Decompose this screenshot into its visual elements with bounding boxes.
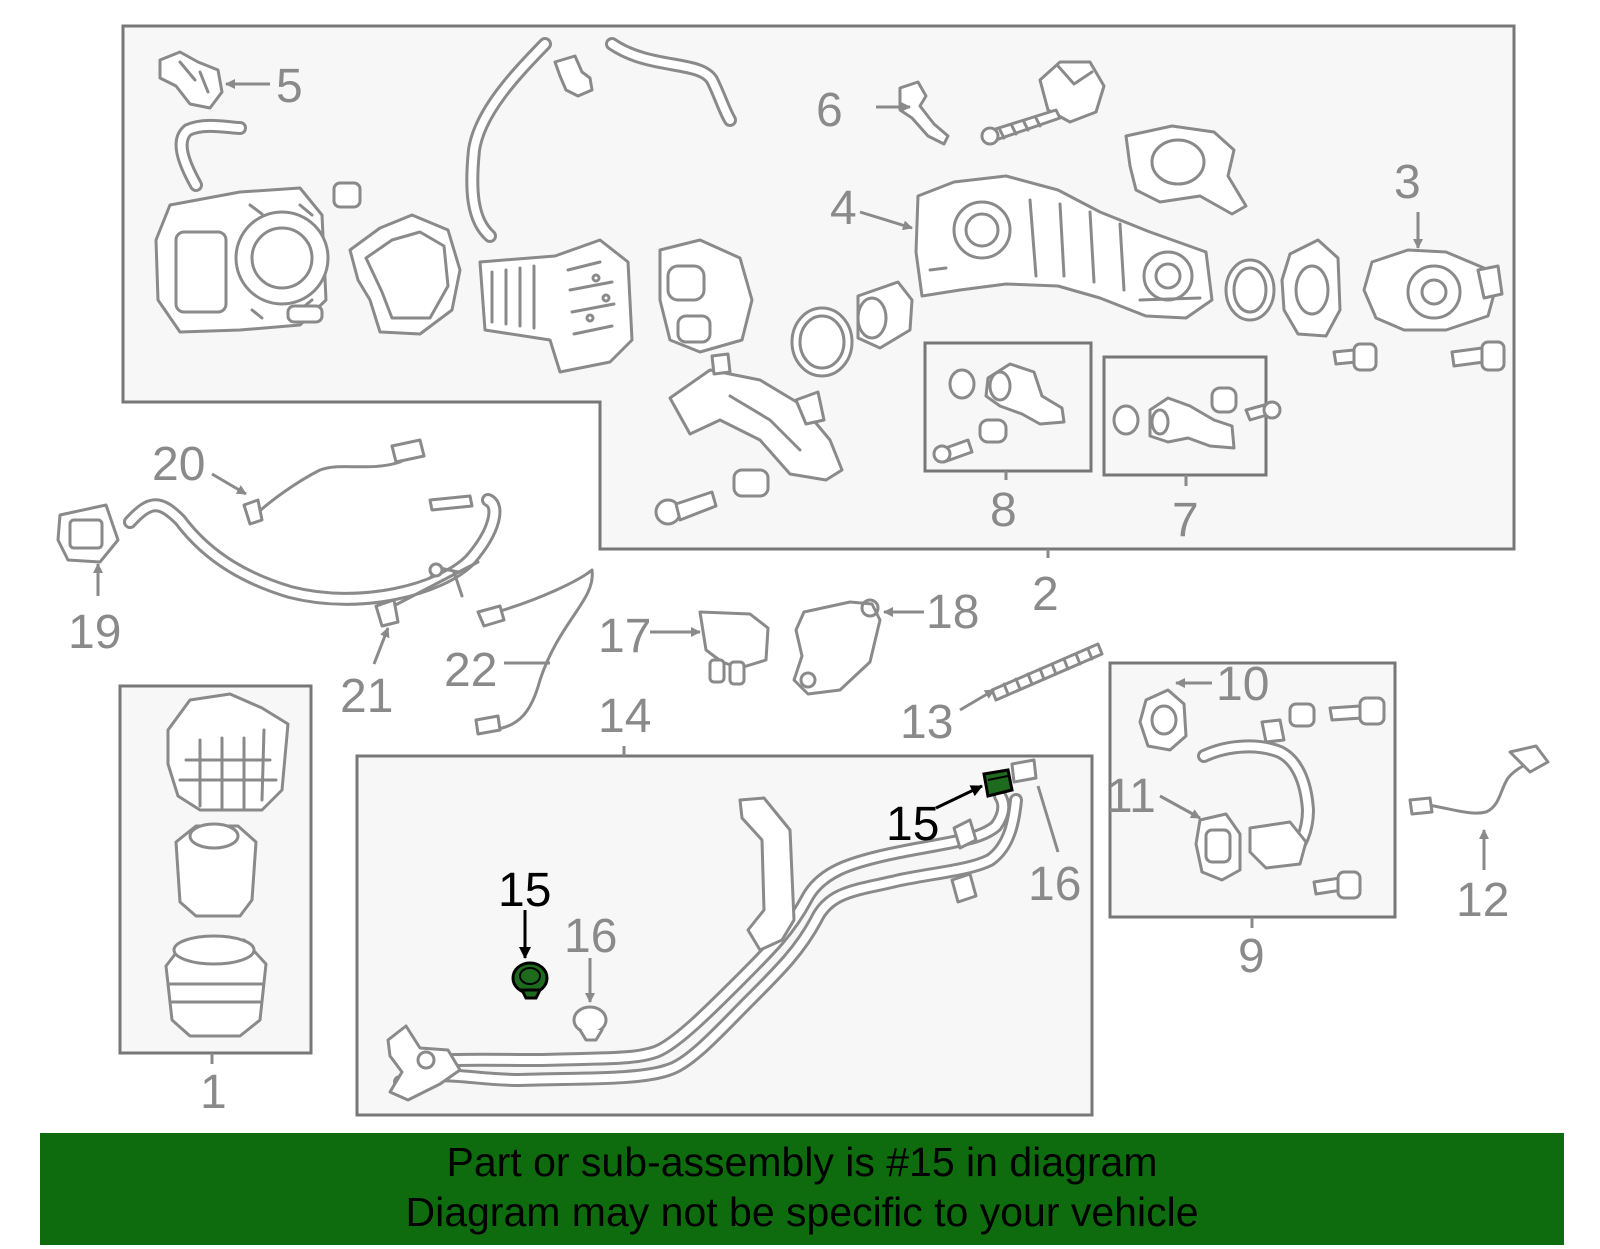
callout-14: 14 [598,690,651,743]
part-18-bracket [792,598,882,696]
part-17-sensor [698,610,770,686]
callout-8: 8 [990,484,1017,537]
callout-7: 7 [1172,494,1199,547]
part-4-housing [914,174,1214,320]
part-16-clamp-upper [1010,758,1038,784]
callout-16-right: 16 [1028,858,1081,911]
part-9-bolt-b [1312,870,1362,900]
part-9-bolt-a [1328,696,1386,726]
part-pin [286,304,324,324]
part-bushing [332,181,362,209]
part-egr-cooler [478,238,634,374]
callout-15-lower: 15 [498,864,551,917]
part-11-gasket [1194,812,1242,882]
part-gasket-right [1280,238,1342,338]
part-gasket-upper-right [1124,124,1248,216]
part-9-egr-pipe [1197,718,1315,870]
callout-3: 3 [1394,156,1421,209]
callout-5: 5 [276,60,303,113]
part-throttle-body [154,186,330,334]
part-actuator [980,60,1106,146]
part-hose-small [174,118,247,192]
part-gasket-left [348,213,462,336]
callout-13: 13 [900,696,953,749]
callout-19: 19 [68,606,121,659]
callout-10: 10 [1216,658,1269,711]
info-banner: Part or sub-assembly is #15 in diagram D… [40,1133,1564,1245]
part-21-sensor [374,560,480,628]
banner-line-disclaimer: Diagram may not be specific to your vehi… [405,1189,1199,1235]
part-bolt-lower [654,490,718,526]
callout-1: 1 [200,1066,227,1119]
part-16-clamp-lower [572,1005,608,1042]
callout-17: 17 [598,610,651,663]
part-8-thermostat-housing [932,362,1066,464]
part-13-stud [990,642,1104,702]
callout-6: 6 [816,84,843,137]
part-6-temp-sensor [898,80,950,146]
part-22-sensor [474,568,594,736]
part-12-sensor [1408,744,1550,816]
part-14-pipe-assembly [386,789,1023,1102]
callout-2: 2 [1032,568,1059,621]
part-10-gasket [1138,688,1188,752]
banner-line-part: Part or sub-assembly is #15 in diagram [446,1139,1158,1185]
part-5-sensor [158,50,224,110]
callout-4: 4 [830,182,857,235]
callout-11: 11 [1106,770,1156,823]
callout-16-lower: 16 [564,910,617,963]
part-7-outlet [1112,386,1282,450]
part-thermostat [856,280,914,350]
callout-9: 9 [1238,930,1265,983]
part-3-water-pump [1362,248,1504,332]
callout-15-upper: 15 [886,798,939,851]
part-bolt-pump-a [1332,342,1378,372]
callout-22: 22 [444,644,497,697]
part-plug [732,468,770,498]
callout-12: 12 [1456,874,1509,927]
part-egr-outlet [668,352,844,482]
callout-21: 21 [340,670,393,723]
part-bolt-pump-b [1450,340,1506,372]
part-15-clamp-highlighted-a [511,961,549,1000]
part-o-ring [1224,258,1276,322]
part-seal-ring [790,306,854,378]
part-hose-long [465,37,737,243]
part-bolt-top [553,54,594,98]
part-9-nut [1288,702,1316,728]
part-19-20-sensor-harness [56,438,502,606]
part-1-filter-assembly [164,692,290,1038]
callout-18: 18 [926,586,979,639]
callout-20: 20 [152,438,205,491]
part-15-clamp-highlighted-b [982,768,1014,798]
